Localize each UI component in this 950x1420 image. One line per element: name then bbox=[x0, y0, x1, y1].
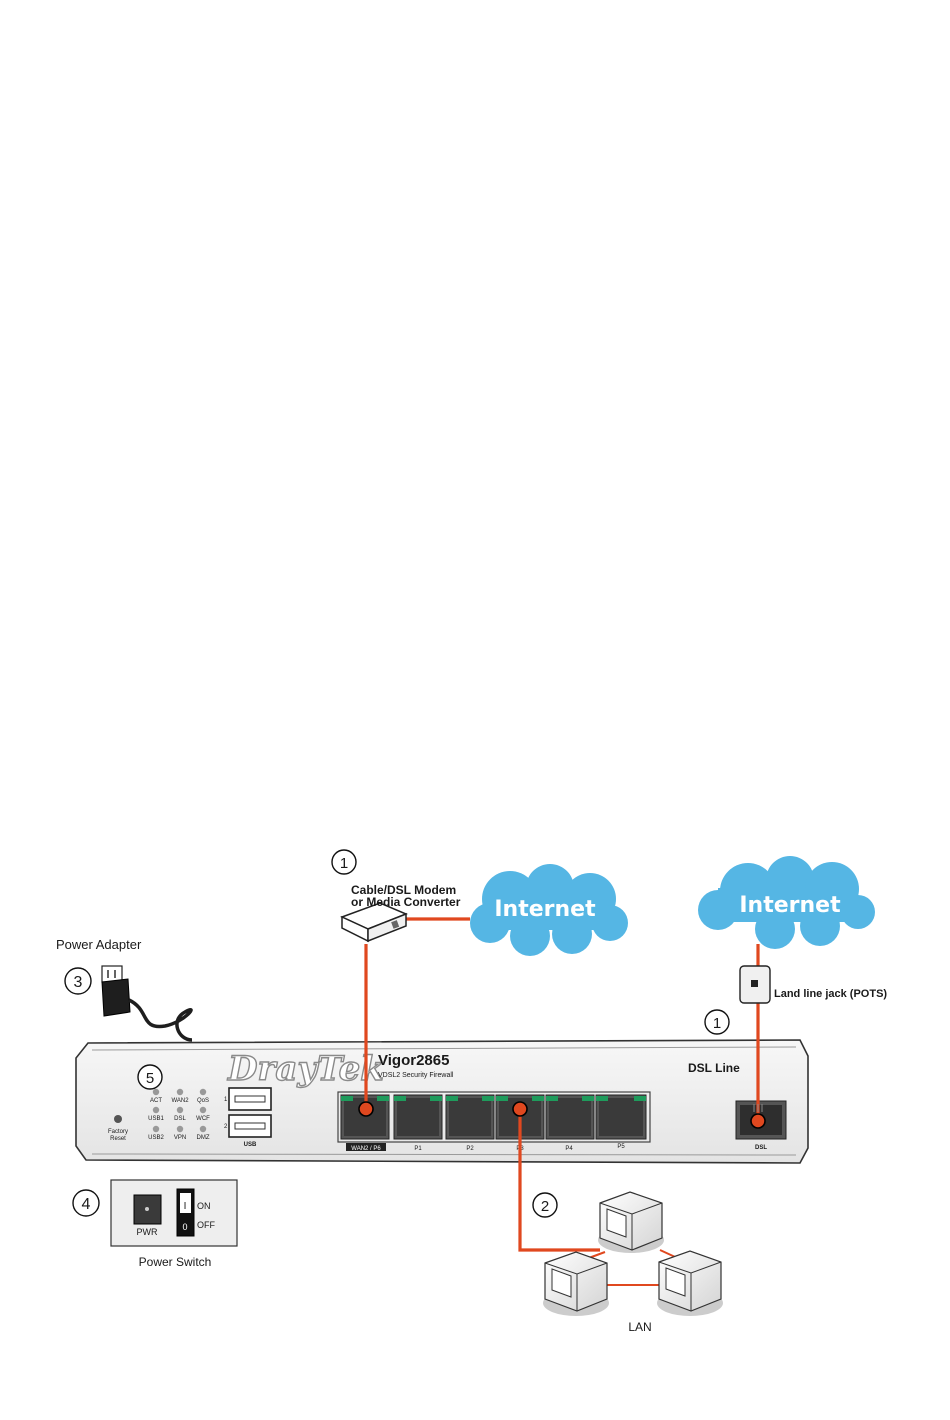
led-vpn bbox=[177, 1126, 183, 1132]
on-symbol: I bbox=[184, 1201, 187, 1212]
callout-1-dsl: 1 bbox=[705, 1010, 729, 1034]
router-model: Vigor2865 bbox=[378, 1052, 449, 1069]
port-p5[interactable] bbox=[596, 1095, 646, 1139]
led-act bbox=[153, 1089, 159, 1095]
lan-computer-top bbox=[598, 1192, 664, 1253]
port-label-p5: P5 bbox=[617, 1144, 625, 1150]
led-label: VPN bbox=[174, 1135, 186, 1141]
port-p2[interactable] bbox=[446, 1095, 494, 1139]
off-symbol: 0 bbox=[182, 1222, 187, 1232]
callout-number: 5 bbox=[146, 1070, 154, 1087]
land-line-jack bbox=[740, 966, 770, 1003]
callout-number: 1 bbox=[340, 855, 348, 872]
port-label-p2: P2 bbox=[466, 1146, 474, 1152]
lan-computer-right bbox=[657, 1251, 723, 1316]
land-line-jack-label: Land line jack (POTS) bbox=[774, 988, 887, 1000]
port-label-p4: P4 bbox=[565, 1146, 573, 1152]
switch-on-label: ON bbox=[197, 1201, 211, 1211]
callout-number: 4 bbox=[82, 1196, 91, 1213]
callout-number: 3 bbox=[74, 974, 83, 991]
callout-1-modem: 1 bbox=[332, 850, 356, 874]
lan-computer-left bbox=[543, 1252, 609, 1316]
draytek-logo: DrayTek bbox=[227, 1049, 384, 1089]
plug-p3 bbox=[513, 1102, 527, 1116]
led-label: DSL bbox=[174, 1116, 186, 1122]
power-switch-panel: I 0 bbox=[111, 1180, 237, 1246]
router-front-panel: DrayTek Vigor2865 VDSL2 Security Firewal… bbox=[76, 1040, 808, 1163]
callout-number: 1 bbox=[713, 1015, 721, 1032]
plug-dsl bbox=[751, 1114, 765, 1128]
led-dmz bbox=[200, 1126, 206, 1132]
led-label: USB2 bbox=[148, 1135, 164, 1141]
internet-label-left: Internet bbox=[494, 897, 596, 922]
power-adapter-label: Power Adapter bbox=[56, 937, 142, 952]
port-p4[interactable] bbox=[546, 1095, 594, 1139]
port-label-wan2: WAN2 / P6 bbox=[351, 1146, 381, 1152]
led-label: WAN2 bbox=[171, 1098, 189, 1104]
power-switch-caption: Power Switch bbox=[139, 1255, 212, 1269]
router-subtitle: VDSL2 Security Firewall bbox=[378, 1072, 454, 1079]
internet-label-right: Internet bbox=[739, 893, 841, 918]
modem-label-line2: or Media Converter bbox=[351, 895, 461, 909]
callout-5-leds: 5 bbox=[138, 1065, 162, 1089]
port-p1[interactable] bbox=[394, 1095, 442, 1139]
switch-off-label: OFF bbox=[197, 1220, 215, 1230]
plug-wan2 bbox=[359, 1102, 373, 1116]
led-wan2 bbox=[177, 1089, 183, 1095]
led-label: ACT bbox=[150, 1098, 162, 1104]
callout-2-lan: 2 bbox=[533, 1193, 557, 1217]
factory-reset-label-1: Factory bbox=[108, 1129, 128, 1135]
led-wcf bbox=[200, 1107, 206, 1113]
factory-reset-button[interactable] bbox=[114, 1115, 122, 1123]
dsl-line-label: DSL Line bbox=[688, 1061, 740, 1075]
power-adapter bbox=[102, 966, 192, 1040]
factory-reset-label-2: Reset bbox=[110, 1136, 126, 1142]
usb-label: USB bbox=[244, 1142, 257, 1148]
dsl-port-label: DSL bbox=[755, 1145, 767, 1151]
callout-3-power: 3 bbox=[65, 968, 91, 994]
callout-4-switch: 4 bbox=[73, 1190, 99, 1216]
pwr-label: PWR bbox=[137, 1227, 158, 1237]
led-label: QoS bbox=[197, 1098, 209, 1104]
led-usb1 bbox=[153, 1107, 159, 1113]
led-label: WCF bbox=[196, 1116, 210, 1122]
led-label: USB1 bbox=[148, 1116, 164, 1122]
lan-label: LAN bbox=[628, 1320, 651, 1334]
led-qos bbox=[200, 1089, 206, 1095]
led-usb2 bbox=[153, 1126, 159, 1132]
port-label-p1: P1 bbox=[414, 1146, 422, 1152]
led-label: DMZ bbox=[197, 1135, 210, 1141]
led-dsl bbox=[177, 1107, 183, 1113]
callout-number: 2 bbox=[541, 1198, 549, 1215]
